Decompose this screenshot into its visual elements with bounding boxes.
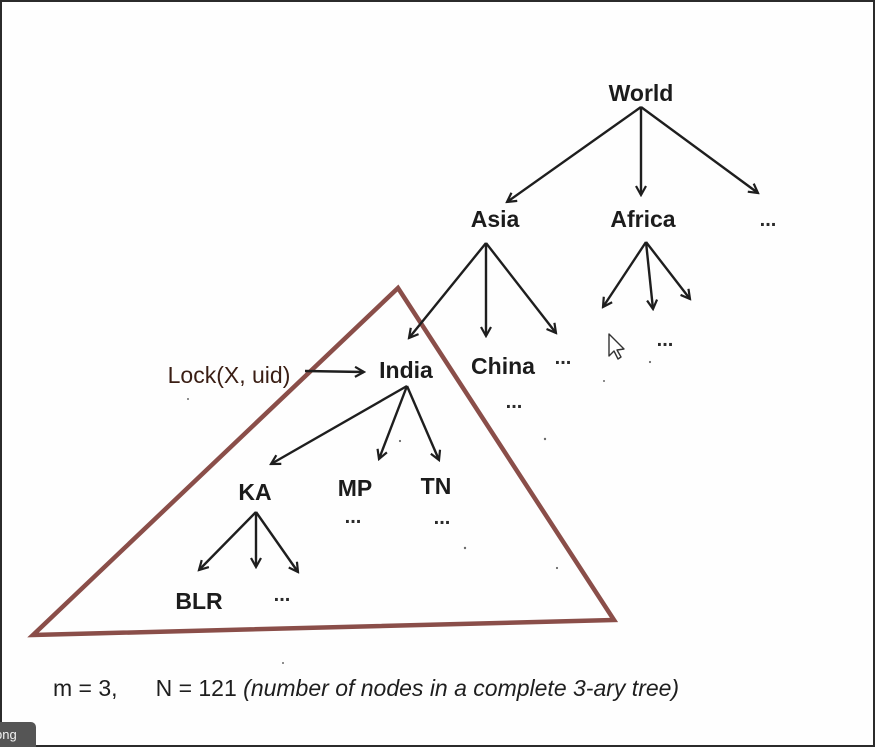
node-ka: KA bbox=[238, 479, 271, 505]
ellipsis-mp-children: ... bbox=[345, 506, 362, 528]
edge-india-mp bbox=[379, 385, 409, 459]
edge-ka-blr bbox=[199, 511, 257, 570]
edge-india-ka bbox=[271, 384, 408, 464]
lock-arrow bbox=[304, 371, 364, 372]
caption-n: N = 121 bbox=[155, 675, 237, 701]
node-world: World bbox=[609, 80, 674, 106]
node-india: India bbox=[379, 357, 433, 383]
edge-world-more bbox=[640, 106, 758, 193]
caption: m = 3, N = 121 (number of nodes in a comp… bbox=[53, 675, 679, 702]
node-china: China bbox=[471, 353, 535, 379]
node-africa: Africa bbox=[610, 206, 675, 232]
caption-n-note: (number of nodes in a complete 3-ary tre… bbox=[243, 675, 680, 701]
edge-africa-child-3 bbox=[645, 241, 690, 299]
ellipsis-china-children: ... bbox=[506, 391, 523, 413]
edge-asia-india bbox=[409, 242, 487, 338]
edge-world-asia bbox=[507, 106, 642, 202]
scan-specks bbox=[187, 360, 652, 664]
edge-ka-child-3 bbox=[255, 511, 298, 572]
ellipsis-africa-children: ... bbox=[657, 329, 674, 351]
ellipsis-ka-children: ... bbox=[274, 584, 291, 606]
locked-subtree-triangle bbox=[27, 284, 619, 638]
edge-asia-more bbox=[485, 242, 556, 333]
caption-m: m = 3, bbox=[53, 675, 118, 701]
file-tab-label: png bbox=[0, 727, 17, 742]
edge-africa-child-1 bbox=[603, 241, 648, 307]
node-tn: TN bbox=[421, 473, 452, 499]
edge-africa-child-2 bbox=[644, 241, 653, 309]
node-mp: MP bbox=[338, 475, 373, 501]
ellipsis-asia-more: ... bbox=[555, 347, 572, 369]
file-tab[interactable]: png bbox=[0, 722, 36, 747]
mouse-pointer-icon bbox=[608, 333, 625, 360]
node-asia: Asia bbox=[471, 206, 520, 232]
ellipsis-tn-children: ... bbox=[434, 507, 451, 529]
lock-call-label: Lock(X, uid) bbox=[168, 362, 291, 388]
edge-india-tn bbox=[405, 385, 439, 460]
node-blr: BLR bbox=[175, 588, 223, 614]
ellipsis-world-more: ... bbox=[760, 209, 777, 231]
